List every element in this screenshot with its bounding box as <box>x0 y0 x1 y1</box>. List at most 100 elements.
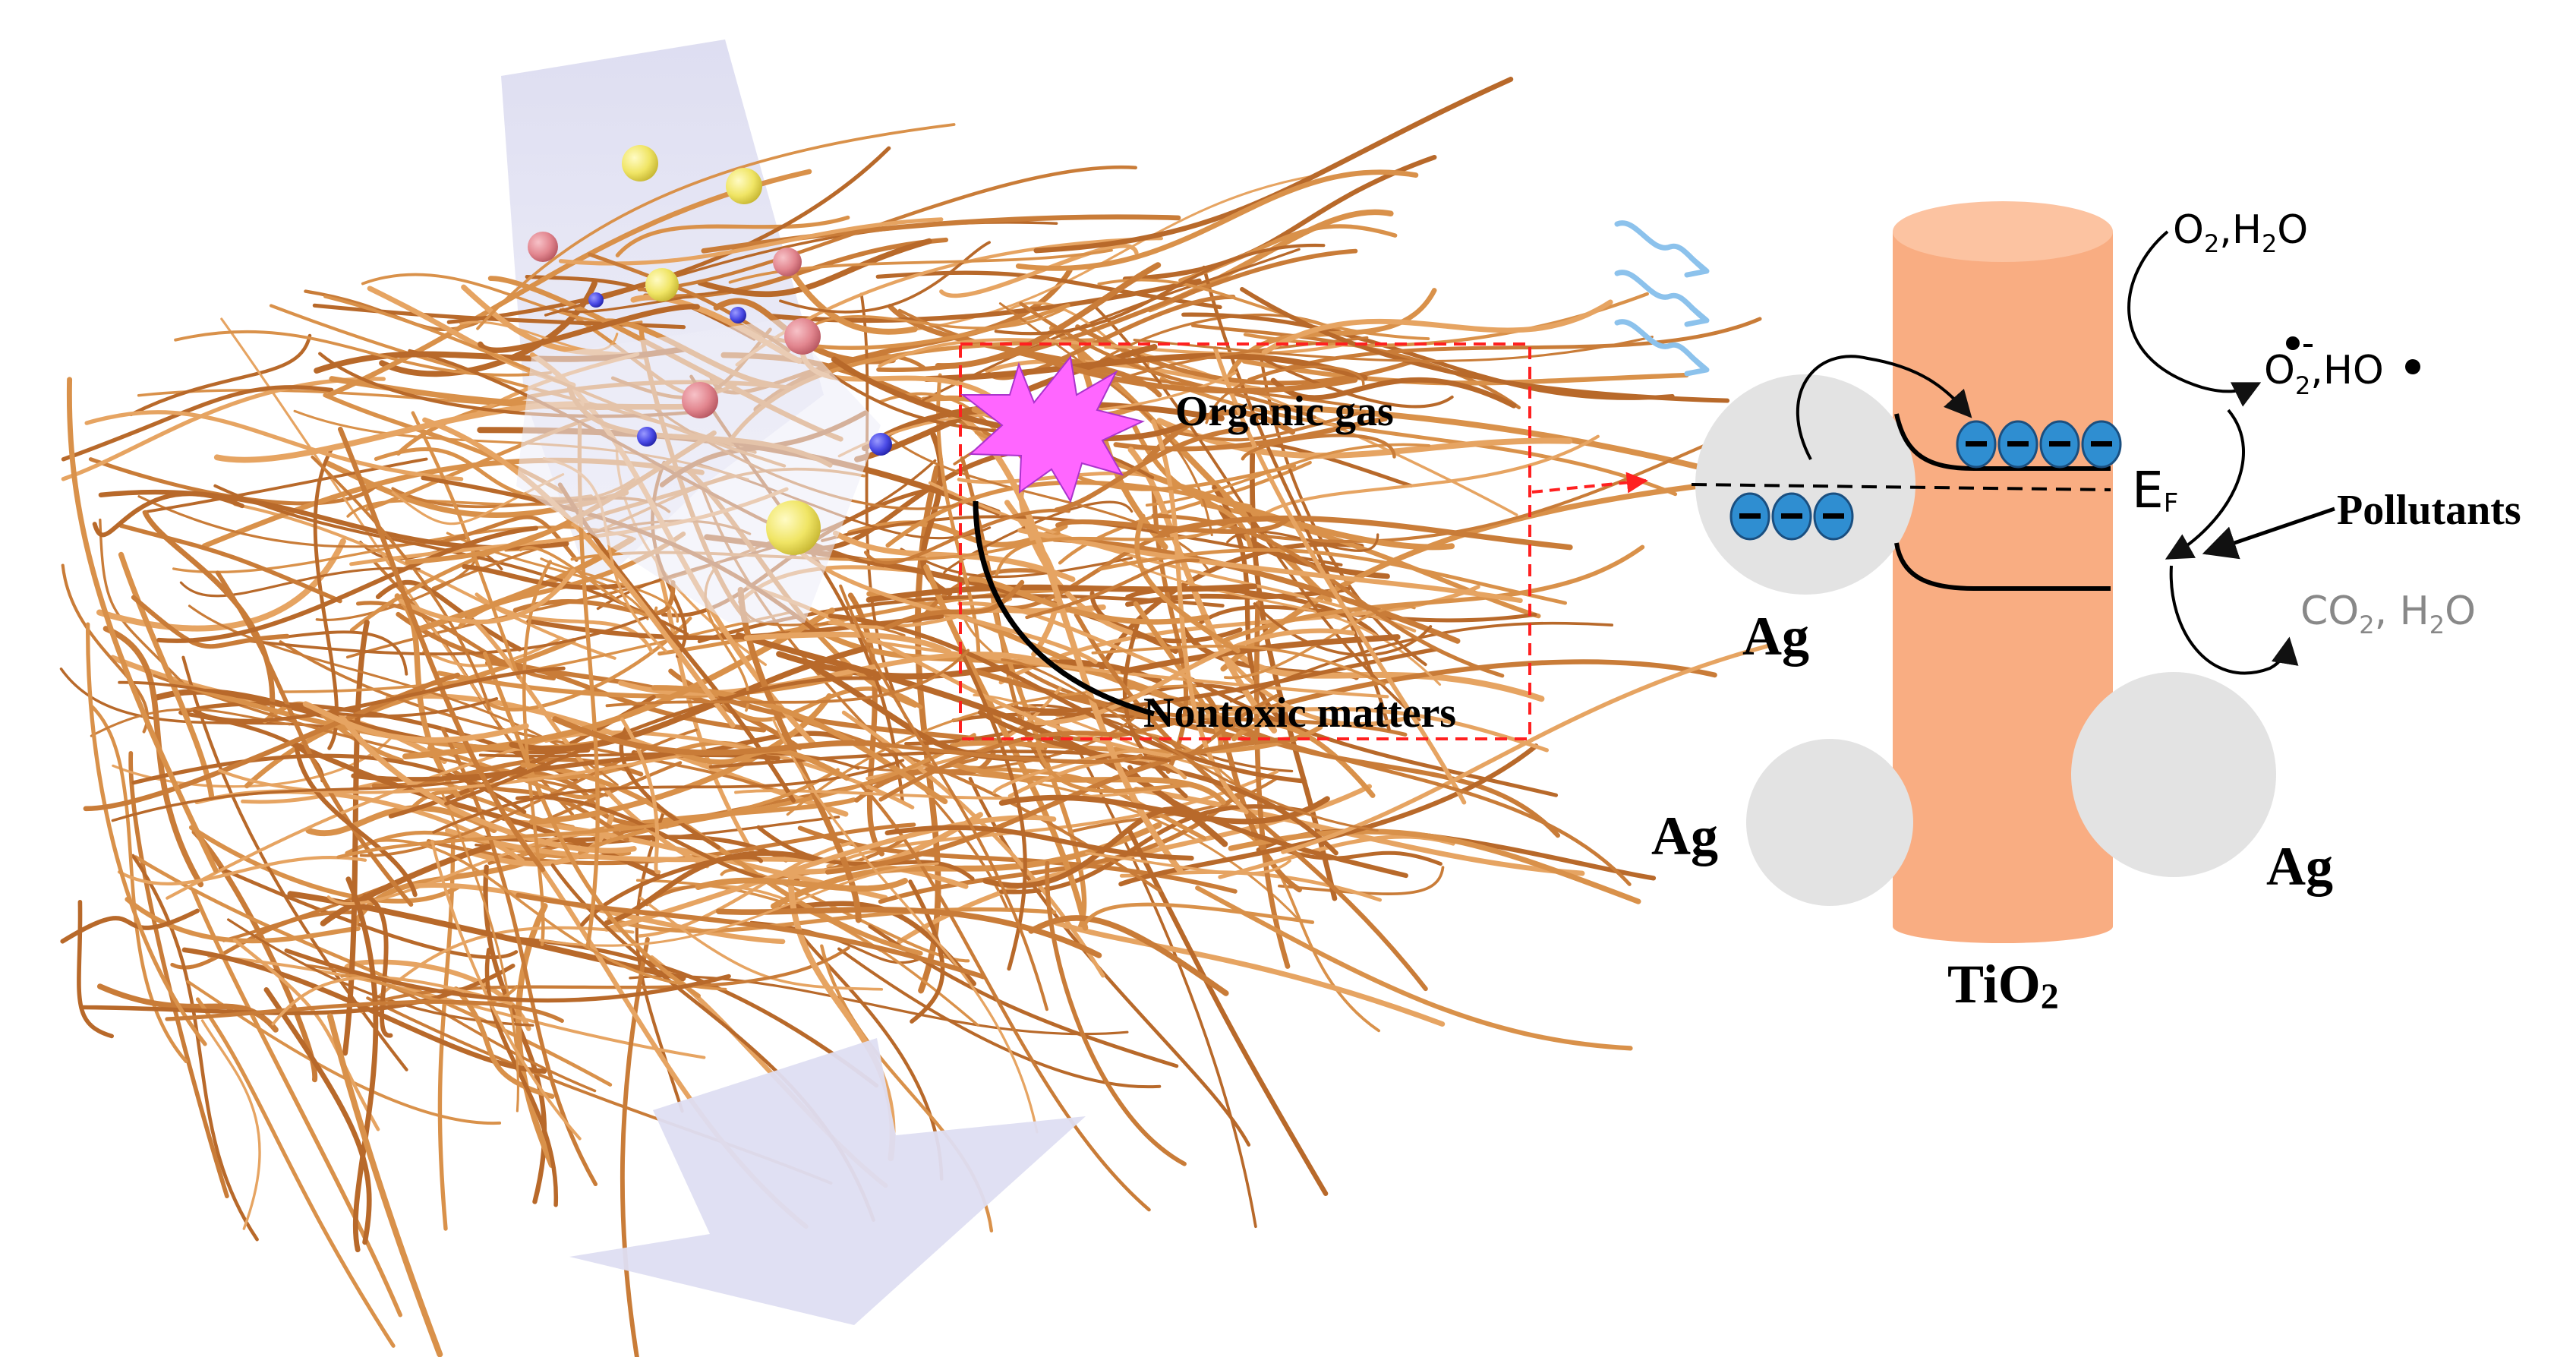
fiber-strand <box>779 241 991 314</box>
fiber-strand <box>749 920 919 964</box>
fiber-strand <box>117 856 367 885</box>
fiber-strand <box>422 417 736 728</box>
fiber-strand <box>284 948 731 1003</box>
fiber-strand <box>83 672 461 812</box>
fiber-strand <box>1077 750 1257 1229</box>
fiber-strand <box>1122 154 1437 282</box>
fiber-strand <box>935 262 1162 369</box>
fiber-strand <box>1097 278 1430 341</box>
fiber-strand <box>615 215 850 257</box>
fiber-strand <box>1225 657 1405 727</box>
electron-icon <box>1771 492 1812 541</box>
zoom-pointer-arrow <box>1531 472 1648 494</box>
fiber-strand <box>828 613 1307 784</box>
ag-particle-bottom-right <box>2071 672 2276 877</box>
fiber-strand <box>1156 418 1573 459</box>
fiber-strand <box>1083 902 1315 927</box>
fiber-strand <box>90 705 188 1064</box>
fiber-strand <box>165 999 564 1023</box>
gas-molecules <box>528 145 892 555</box>
fiber-strand <box>345 876 379 1253</box>
fiber-strand <box>1033 77 1514 254</box>
blue-molecule <box>637 427 657 447</box>
incident-light-icon <box>1614 220 1710 377</box>
electron-icon <box>2039 420 2080 469</box>
ag-electrons <box>1729 492 1854 541</box>
fiber-strand <box>957 601 1193 681</box>
fiber-strand <box>476 123 956 330</box>
fiber-strand <box>375 579 522 652</box>
fiber-strand <box>994 244 1326 336</box>
blue-molecule <box>588 292 604 308</box>
fiber-strand <box>701 214 1181 254</box>
fiber-strand <box>837 947 1162 1089</box>
fiber-strand <box>604 850 821 926</box>
pollutants-label: Pollutants <box>2337 487 2521 534</box>
fiber-strand <box>884 825 1194 861</box>
fiber-strand <box>559 289 743 314</box>
fiber-strand <box>326 1013 443 1357</box>
fiber-strand <box>734 787 1162 800</box>
electron-transfer-arrow <box>1796 355 1972 460</box>
fiber-strand <box>1127 828 1329 1196</box>
fermi-level-line <box>1691 483 2111 491</box>
fiber-strand <box>922 248 1301 402</box>
fiber-strand <box>1228 828 1641 904</box>
fiber-strand <box>1021 349 1358 394</box>
hydroxyl-radical-dot <box>2405 359 2420 374</box>
tio2-nanorod <box>1893 201 2113 943</box>
fiber-strand <box>215 570 414 907</box>
pink-molecule <box>682 382 718 418</box>
pink-molecule <box>773 248 802 276</box>
fiber-strand <box>339 714 637 854</box>
fiber-strand <box>1278 866 1445 895</box>
fiber-strand <box>620 936 650 1357</box>
fiber-strand <box>311 455 491 711</box>
yellow-molecule <box>645 268 679 301</box>
fiber-strand <box>483 651 701 999</box>
fiber-strand <box>1085 851 1291 875</box>
fiber-strand <box>1055 515 1291 535</box>
fiber-strand <box>884 579 1025 630</box>
fiber-strand <box>796 614 1168 699</box>
mineralization-arrow <box>2169 565 2299 675</box>
pink-molecule <box>528 232 558 262</box>
tio2-label: TiO2 <box>1947 954 2059 1017</box>
fiber-strand <box>1263 358 1454 409</box>
fiber-strand <box>391 473 565 525</box>
fiber-strand <box>362 893 393 1038</box>
fiber-strand <box>1212 346 1467 805</box>
fiber-strand <box>241 777 472 804</box>
fiber-strand <box>174 330 552 377</box>
fiber-strand <box>411 411 521 680</box>
fiber-strand <box>620 717 661 874</box>
fiber-strand <box>243 607 667 656</box>
fiber-strand <box>195 997 396 1348</box>
fiber-strand <box>1028 915 1229 996</box>
fiber-strand <box>1205 365 1365 424</box>
fermi-level-label: EF <box>2132 461 2178 519</box>
fiber-strand <box>440 791 519 1112</box>
tio2-electrons <box>1956 420 2122 469</box>
fiber-strand <box>1045 860 1187 1166</box>
fiber-strand <box>200 1019 261 1230</box>
fiber-strand <box>1025 558 1200 620</box>
fiber-strand <box>605 649 970 708</box>
fiber-strand <box>1270 377 1517 409</box>
fiber-strand <box>302 701 529 743</box>
fiber-strand <box>1274 404 1722 475</box>
fiber-strand <box>192 666 566 723</box>
fiber-strand <box>336 768 840 859</box>
fiber-strand <box>485 616 692 712</box>
fiber-strand <box>244 638 576 789</box>
fiber-strand <box>1048 325 1332 604</box>
fiber-strand <box>437 836 456 1231</box>
fiber-strand <box>885 480 1253 548</box>
fiber-strand <box>995 518 1242 576</box>
conduction-band-line <box>1894 413 2111 471</box>
fiber-strand <box>1240 286 1730 403</box>
fiber-strand <box>342 619 370 1056</box>
fiber-strand <box>191 888 402 1318</box>
fiber-strand <box>1017 528 1523 604</box>
